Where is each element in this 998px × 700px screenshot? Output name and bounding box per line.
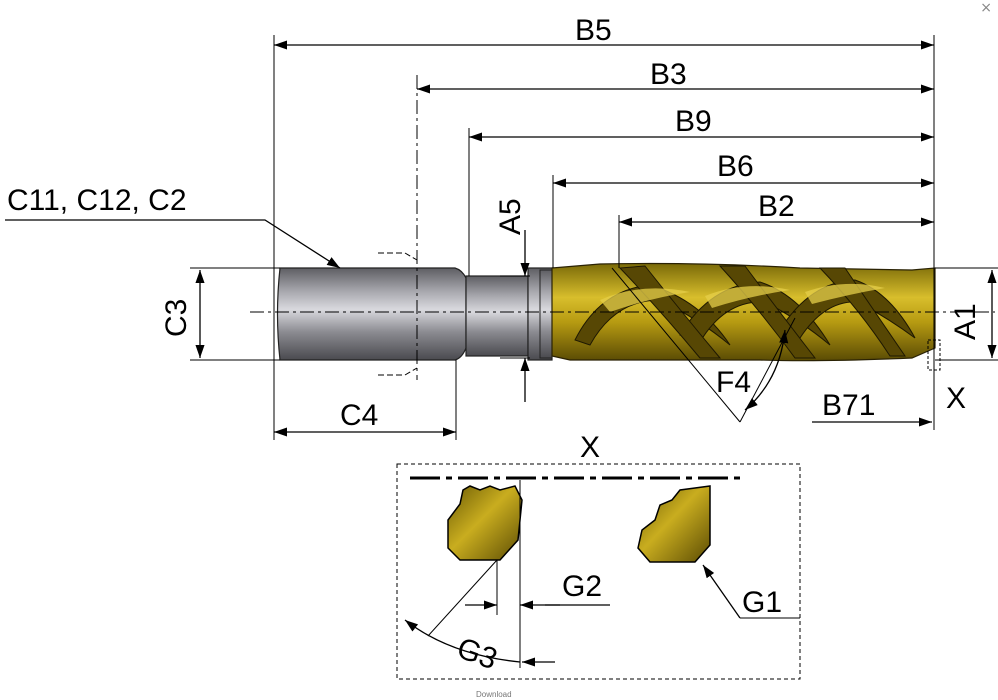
- label-g2: G2: [562, 570, 602, 603]
- label-a1: A1: [949, 303, 982, 340]
- label-g3: G3: [453, 632, 502, 677]
- label-b71: B71: [822, 389, 875, 422]
- tooth-right: [637, 485, 711, 563]
- label-b6: B6: [717, 150, 754, 183]
- tooth-left: [447, 485, 523, 561]
- detail-title: X: [580, 431, 600, 464]
- detail-view-x: X G2 G3 G1: [396, 431, 801, 680]
- label-g1: G1: [742, 586, 782, 619]
- tool-body: [276, 262, 941, 371]
- download-caption[interactable]: Download: [476, 690, 512, 699]
- label-b3: B3: [650, 58, 687, 91]
- label-b2: B2: [758, 190, 795, 223]
- shank: [276, 267, 467, 361]
- label-c-group: C11, C12, C2: [7, 184, 187, 217]
- label-c3: C3: [160, 299, 193, 337]
- label-c4: C4: [340, 399, 378, 432]
- close-icon[interactable]: ×: [980, 0, 992, 16]
- neck: [465, 275, 529, 357]
- label-b9: B9: [675, 105, 712, 138]
- label-x-marker: X: [946, 382, 966, 415]
- label-f4: F4: [716, 366, 751, 399]
- label-a5: A5: [494, 198, 527, 235]
- label-b5: B5: [575, 14, 612, 47]
